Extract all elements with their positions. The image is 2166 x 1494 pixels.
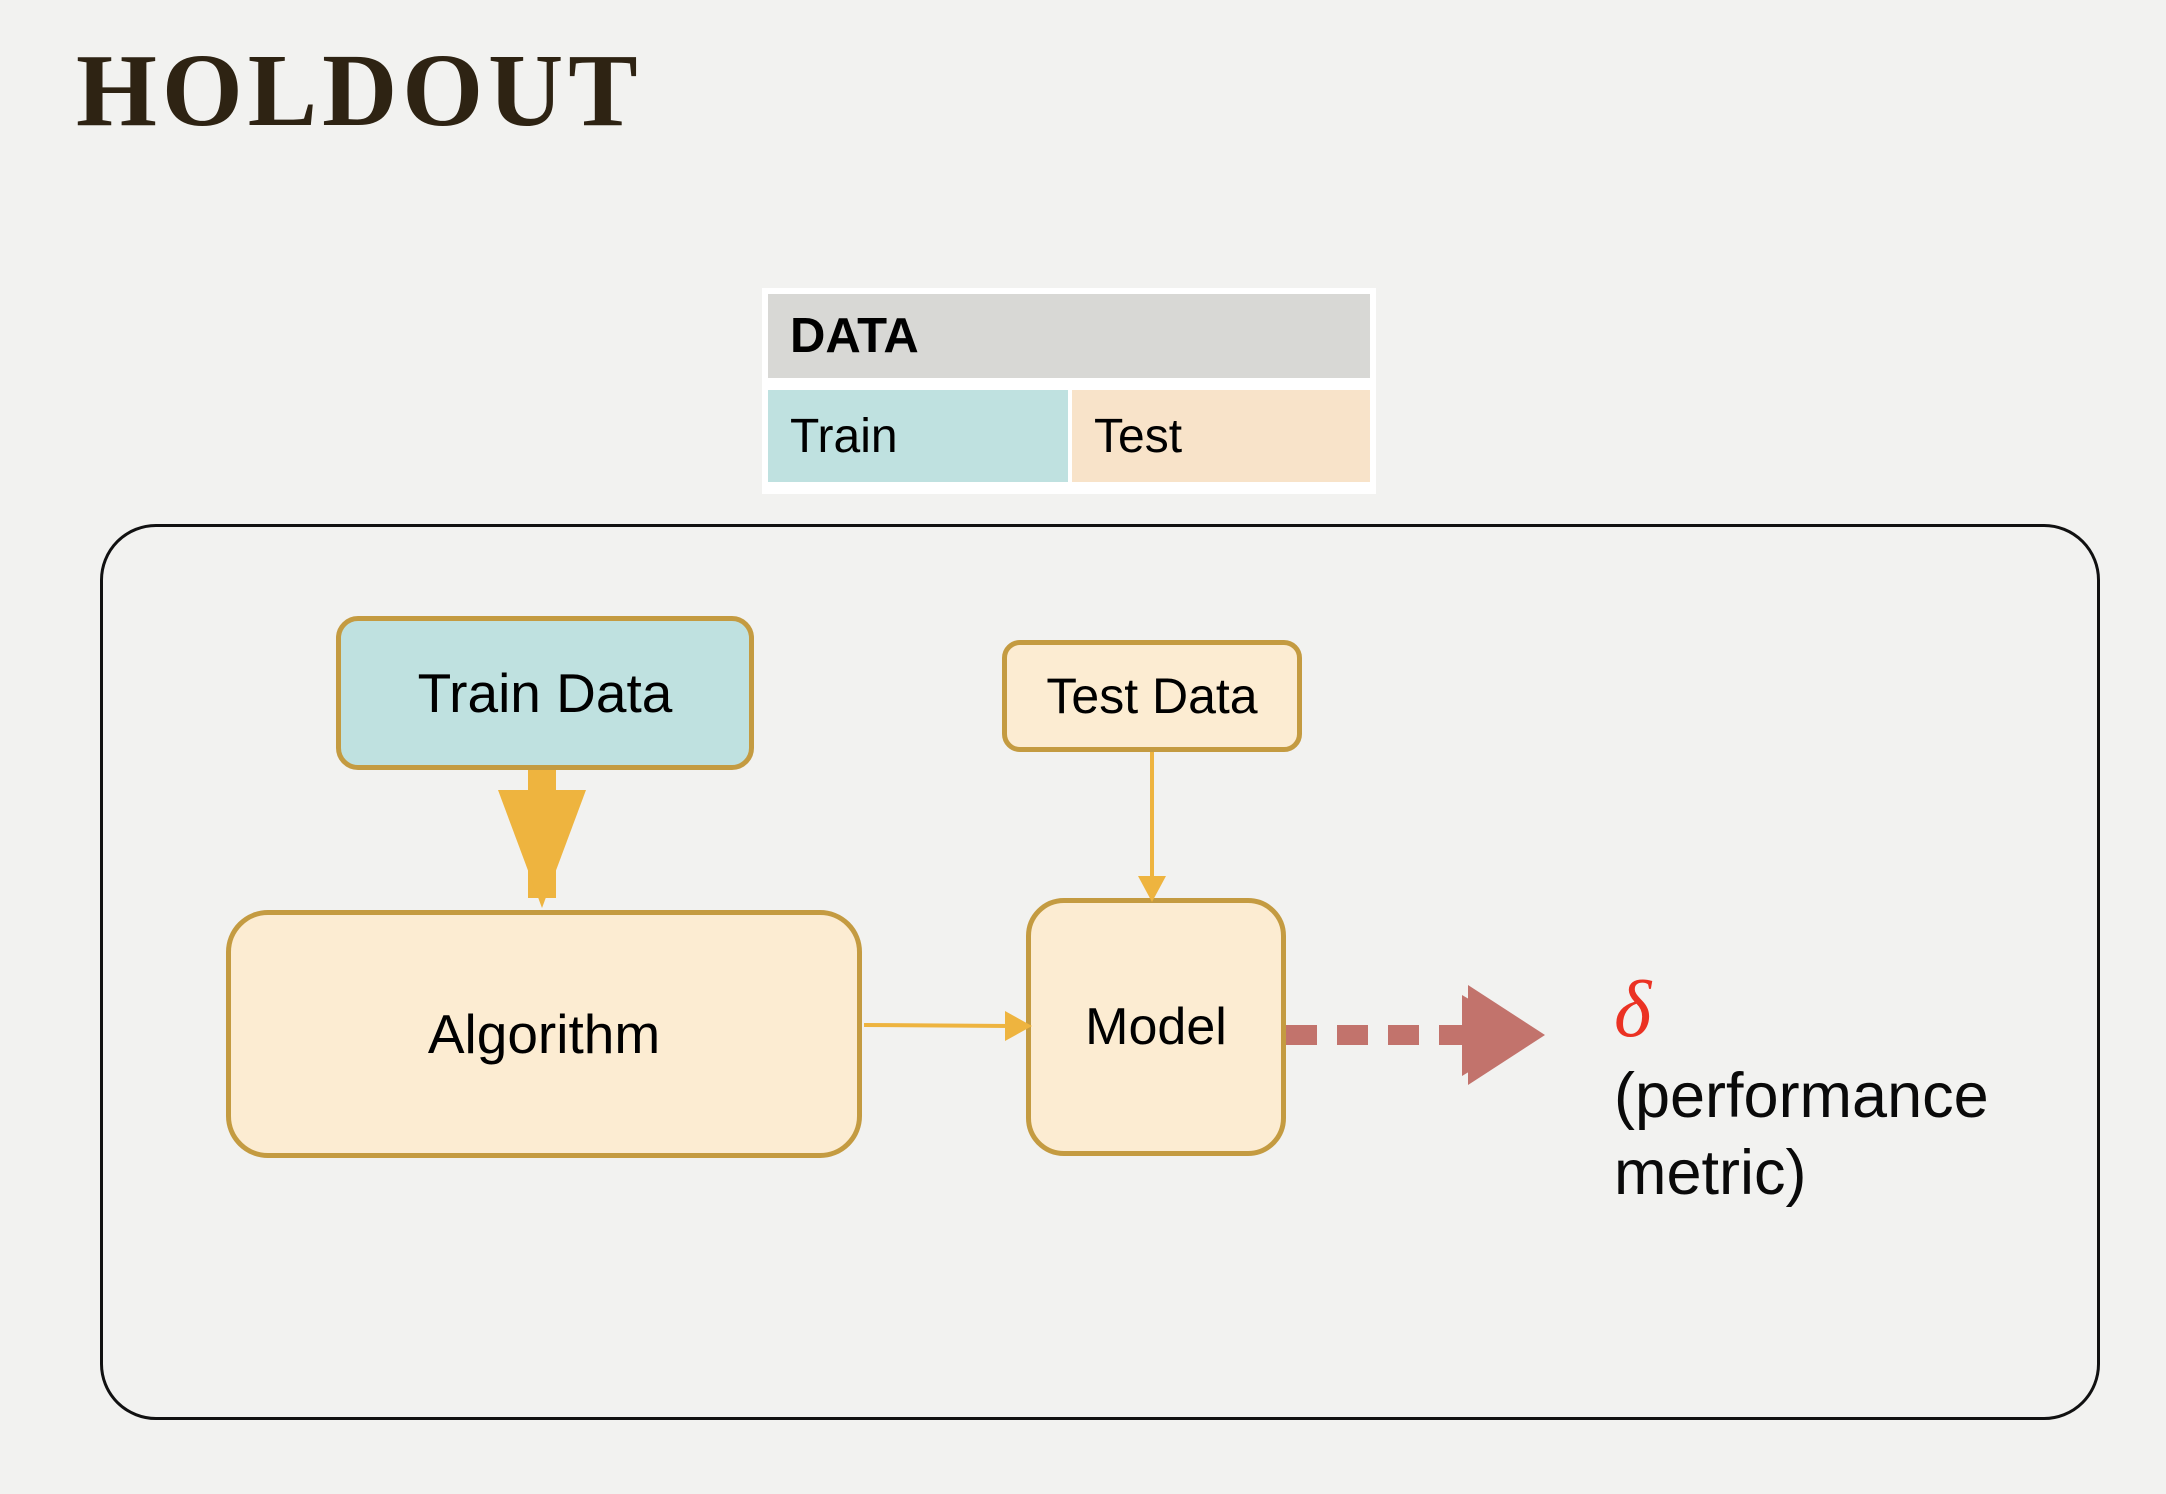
flow-box-model: Model: [1026, 898, 1286, 1156]
diagram-frame: [100, 524, 2100, 1420]
data-table-header-label: DATA: [790, 309, 919, 363]
data-table-header-row: DATA: [768, 294, 1370, 378]
flow-box-test-data: Test Data: [1002, 640, 1302, 752]
metric-caption-line-1: (performance: [1614, 1061, 1989, 1131]
metric-annotation: δ (performance metric): [1614, 966, 2084, 1212]
flow-box-algorithm: Algorithm: [226, 910, 862, 1158]
metric-caption: (performance metric): [1614, 1058, 2084, 1212]
data-cell-train: Train: [768, 390, 1068, 482]
data-table-split-row: Train Test: [768, 390, 1370, 482]
delta-symbol: δ: [1614, 966, 1652, 1054]
flow-box-train-data: Train Data: [336, 616, 754, 770]
page-title: HOLDOUT: [76, 33, 643, 148]
data-cell-test: Test: [1072, 390, 1370, 482]
data-table: DATA Train Test: [762, 288, 1376, 494]
metric-caption-line-2: metric): [1614, 1137, 1807, 1208]
